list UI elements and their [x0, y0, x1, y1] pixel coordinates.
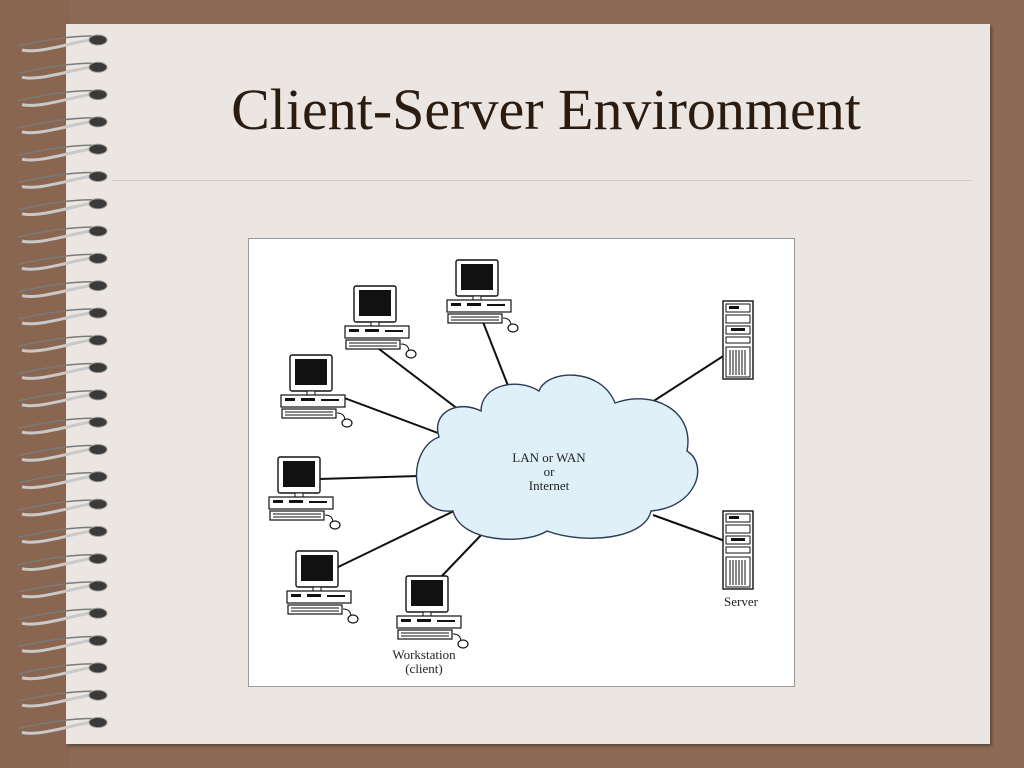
binding-ring: [17, 171, 108, 189]
spiral-binding: [17, 34, 108, 735]
workstation-icon: [344, 285, 417, 359]
diagram-canvas: [268, 259, 754, 649]
link-line: [438, 531, 485, 580]
cloud-label-line: LAN or WAN: [512, 450, 586, 465]
title-divider: [112, 180, 972, 181]
binding-ring: [17, 635, 108, 653]
binding-ring: [17, 662, 108, 681]
server-icon: [722, 300, 754, 380]
workstation-icon: [268, 456, 341, 530]
binding-ring: [17, 34, 108, 53]
binding-ring: [17, 143, 108, 162]
binding-ring: [17, 498, 108, 517]
workstation-icon: [446, 259, 519, 333]
cloud-label: LAN or WAN or Internet: [489, 451, 609, 493]
binding-ring: [17, 252, 108, 271]
binding-ring: [17, 116, 108, 135]
binding-ring: [17, 389, 108, 408]
binding-ring: [17, 89, 108, 107]
binding-ring: [17, 471, 108, 490]
binding-ring: [17, 280, 108, 298]
workstation-icon: [280, 354, 353, 428]
binding-ring: [17, 444, 108, 462]
binding-ring: [17, 225, 108, 244]
link-line: [652, 514, 726, 542]
binding-ring: [17, 334, 108, 353]
binding-ring: [17, 416, 108, 435]
network-diagram: LAN or WAN or Internet Server Workstatio…: [248, 238, 795, 687]
binding-ring: [17, 689, 108, 708]
server-label: Server: [724, 594, 758, 609]
link-line: [338, 395, 455, 440]
workstation-label: Workstation (client): [379, 648, 469, 676]
cloud-label-line: Internet: [528, 478, 570, 493]
binding-ring: [17, 362, 108, 380]
cloud-label-line: or: [543, 464, 555, 479]
link-line: [318, 475, 420, 480]
workstation-label-line: (client): [405, 661, 443, 676]
binding-ring: [17, 525, 108, 544]
network-cloud: [415, 374, 699, 540]
link-line: [333, 510, 455, 570]
binding-ring: [17, 717, 108, 735]
binding-ring: [17, 198, 108, 217]
binding-ring: [17, 607, 108, 626]
workstation-label-line: Workstation: [392, 647, 456, 662]
workstation-icon: [396, 575, 469, 649]
binding-ring: [17, 61, 108, 80]
binding-ring: [17, 580, 108, 599]
binding-ring: [17, 307, 108, 326]
server-icon: [722, 510, 754, 590]
binding-ring: [17, 553, 108, 571]
page-title: Client-Server Environment: [231, 77, 861, 142]
